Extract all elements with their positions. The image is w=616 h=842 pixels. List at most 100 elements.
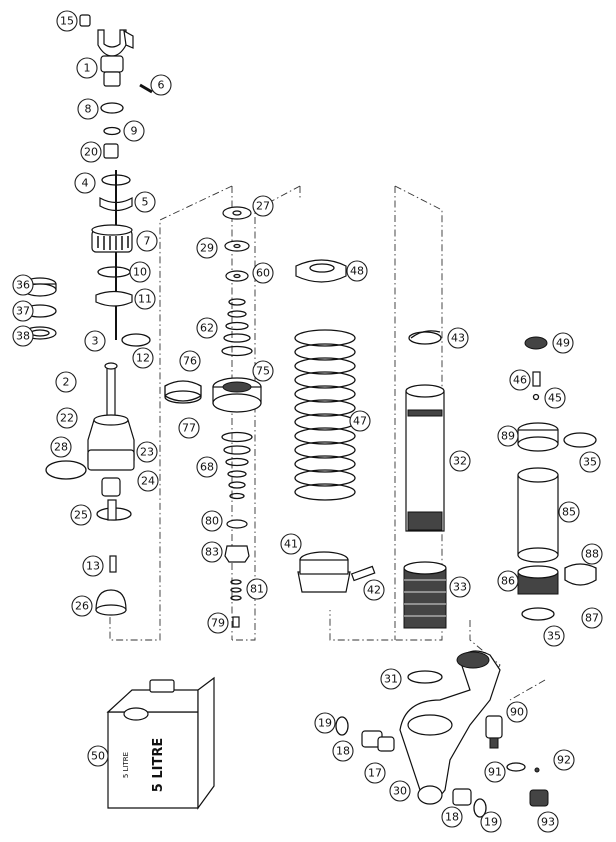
svg-text:22: 22 <box>60 412 74 425</box>
callout-5: 5 <box>134 191 156 213</box>
svg-text:10: 10 <box>133 266 147 279</box>
assembly-dash-lines <box>109 185 546 701</box>
oil-can-front-label: 5 LITRE <box>151 738 166 792</box>
callout-68: 68 <box>196 456 218 478</box>
callout-79: 79 <box>207 612 229 634</box>
reservoir-parts <box>517 336 597 621</box>
callout-60: 60 <box>252 262 274 284</box>
callout-88: 88 <box>581 543 603 565</box>
svg-text:83: 83 <box>205 546 219 559</box>
svg-text:30: 30 <box>393 785 407 798</box>
callout-12: 12 <box>132 347 154 369</box>
svg-text:80: 80 <box>205 515 219 528</box>
callout-29: 29 <box>196 237 218 259</box>
svg-text:26: 26 <box>75 600 89 613</box>
callout-20: 20 <box>80 141 102 163</box>
callout-87: 87 <box>581 607 603 629</box>
svg-text:11: 11 <box>138 293 152 306</box>
svg-text:35: 35 <box>547 630 561 643</box>
svg-text:25: 25 <box>74 509 88 522</box>
callout-90: 90 <box>506 701 528 723</box>
callout-33: 33 <box>449 576 471 598</box>
callout-50: 50 <box>87 745 109 767</box>
svg-text:23: 23 <box>140 446 154 459</box>
svg-text:8: 8 <box>85 103 92 116</box>
callout-27: 27 <box>252 195 274 217</box>
callout-93: 93 <box>537 811 559 833</box>
svg-text:37: 37 <box>16 305 30 318</box>
callout-18-right: 18 <box>441 806 463 828</box>
svg-text:32: 32 <box>453 455 467 468</box>
svg-text:29: 29 <box>200 242 214 255</box>
callout-35-upper: 35 <box>579 451 601 473</box>
svg-text:89: 89 <box>501 430 515 443</box>
svg-text:24: 24 <box>141 475 155 488</box>
svg-text:91: 91 <box>488 766 502 779</box>
svg-text:49: 49 <box>556 337 570 350</box>
svg-text:13: 13 <box>86 560 100 573</box>
svg-text:18: 18 <box>445 811 459 824</box>
svg-text:7: 7 <box>144 235 151 248</box>
svg-text:68: 68 <box>200 461 214 474</box>
svg-text:48: 48 <box>350 265 364 278</box>
svg-text:90: 90 <box>510 706 524 719</box>
callout-1: 1 <box>76 57 98 79</box>
callout-22: 22 <box>56 407 78 429</box>
callout-8: 8 <box>77 98 99 120</box>
svg-text:92: 92 <box>557 754 571 767</box>
svg-text:77: 77 <box>182 422 196 435</box>
svg-text:81: 81 <box>250 583 264 596</box>
svg-text:45: 45 <box>548 392 562 405</box>
callout-25: 25 <box>70 504 92 526</box>
callout-24: 24 <box>137 470 159 492</box>
callout-19-right: 19 <box>480 811 502 833</box>
callout-11: 11 <box>134 288 156 310</box>
callout-3: 3 <box>84 330 106 352</box>
svg-text:12: 12 <box>136 352 150 365</box>
svg-text:33: 33 <box>453 581 467 594</box>
callout-19-left: 19 <box>314 712 336 734</box>
callout-75: 75 <box>252 360 274 382</box>
callout-17: 17 <box>364 762 386 784</box>
svg-text:6: 6 <box>158 79 165 92</box>
svg-text:42: 42 <box>367 584 381 597</box>
callout-86: 86 <box>497 570 519 592</box>
callout-31: 31 <box>380 668 402 690</box>
svg-text:43: 43 <box>451 332 465 345</box>
callout-18-left: 18 <box>332 740 354 762</box>
svg-text:1: 1 <box>84 62 91 75</box>
callout-89: 89 <box>497 425 519 447</box>
svg-text:35: 35 <box>583 456 597 469</box>
spring-parts <box>294 259 376 593</box>
callout-32: 32 <box>449 450 471 472</box>
svg-text:18: 18 <box>336 745 350 758</box>
callout-85: 85 <box>558 501 580 523</box>
svg-text:28: 28 <box>54 441 68 454</box>
callout-36: 36 <box>12 274 34 296</box>
svg-text:75: 75 <box>256 365 270 378</box>
svg-text:87: 87 <box>585 612 599 625</box>
callout-30: 30 <box>389 780 411 802</box>
callout-81: 81 <box>246 578 268 600</box>
svg-text:31: 31 <box>384 673 398 686</box>
callout-42: 42 <box>363 579 385 601</box>
callout-13: 13 <box>82 555 104 577</box>
callout-6: 6 <box>150 74 172 96</box>
callout-41: 41 <box>280 533 302 555</box>
svg-text:88: 88 <box>585 548 599 561</box>
callout-38: 38 <box>12 325 34 347</box>
callouts: 15 1 6 8 9 20 4 5 7 10 11 3 12 36 37 38 … <box>12 10 603 833</box>
oil-can-side-label: 5 LITRE <box>122 752 130 778</box>
callout-9: 9 <box>123 120 145 142</box>
callout-49: 49 <box>552 332 574 354</box>
svg-text:19: 19 <box>484 816 498 829</box>
callout-92: 92 <box>553 749 575 771</box>
callout-80: 80 <box>201 510 223 532</box>
shim-stack-parts <box>164 206 262 628</box>
callout-28: 28 <box>50 436 72 458</box>
svg-text:62: 62 <box>200 322 214 335</box>
callout-43: 43 <box>447 327 469 349</box>
svg-text:86: 86 <box>501 575 515 588</box>
svg-text:79: 79 <box>211 617 225 630</box>
